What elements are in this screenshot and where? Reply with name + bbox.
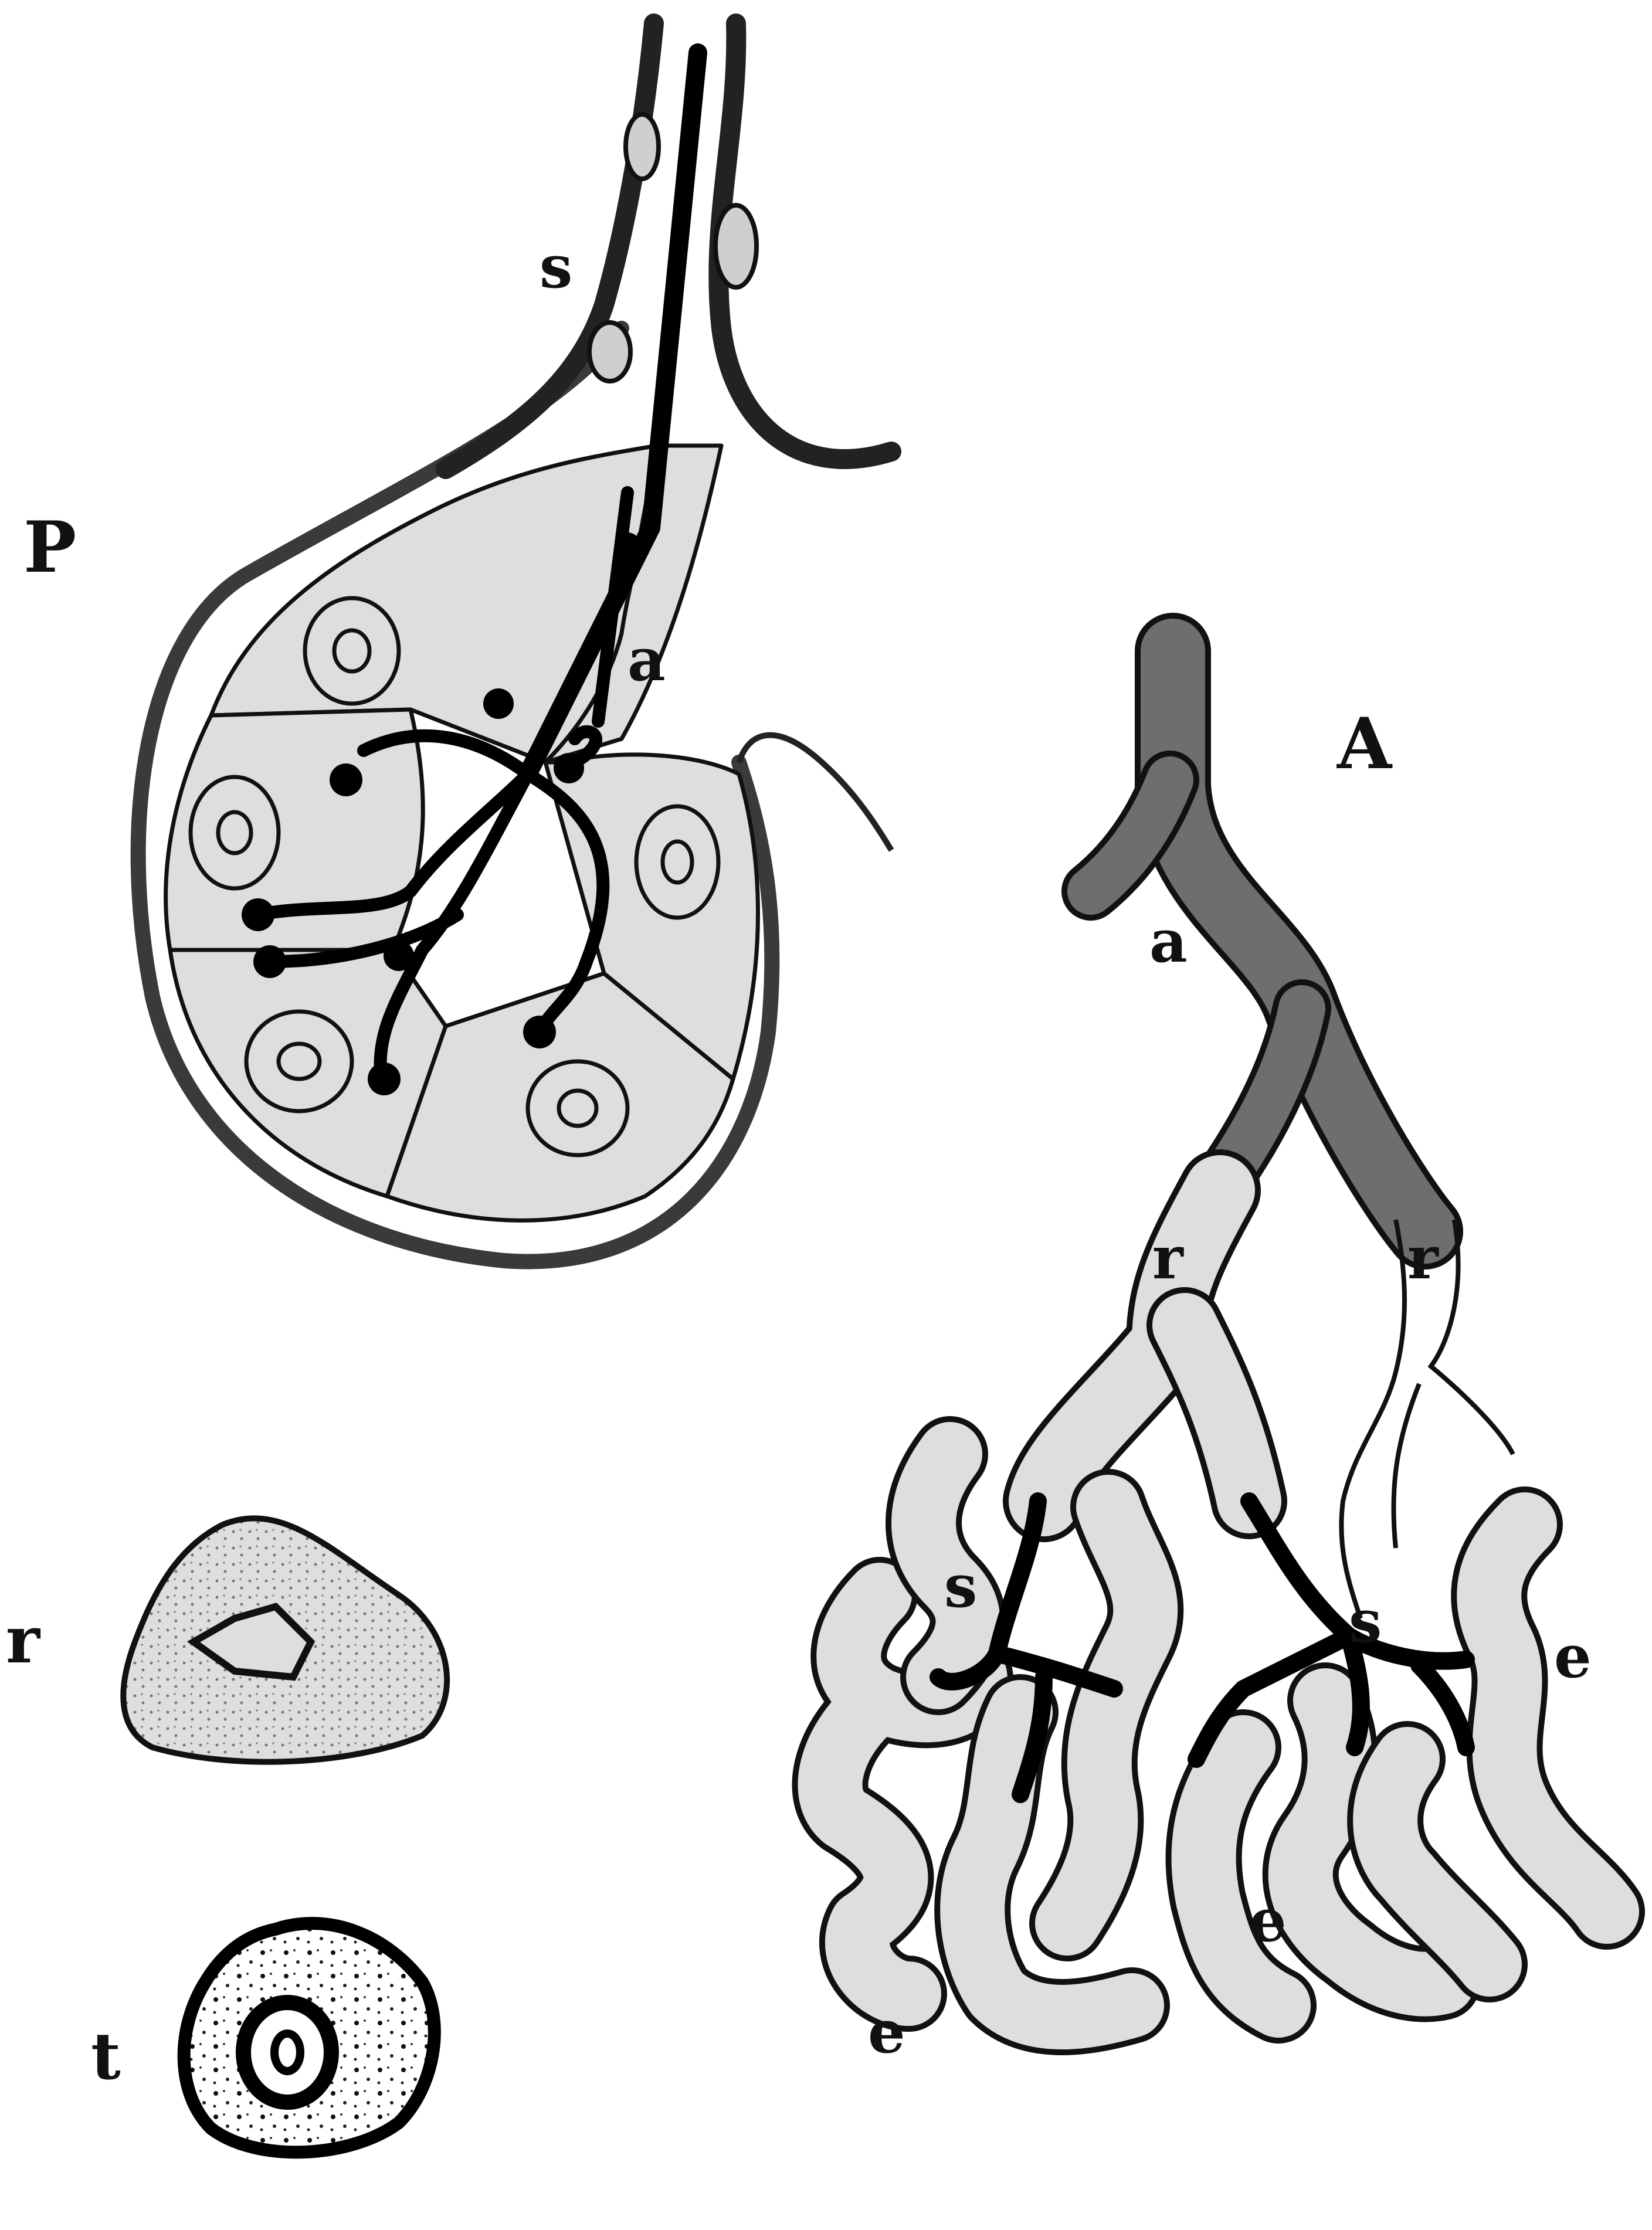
part-label-r: r [1407, 1223, 1439, 1292]
cross-section-r: r [6, 1518, 447, 1761]
part-label-a: a [1149, 907, 1188, 976]
part-label-r: r [1152, 1223, 1184, 1292]
part-label-e: e [1554, 1622, 1592, 1691]
part-label-e: e [1249, 1886, 1287, 1955]
part-label-s: s [540, 232, 572, 301]
panel-p: P s a [23, 23, 891, 1261]
section-t-lumen [274, 2034, 300, 2071]
part-label-a: a [627, 625, 666, 694]
panel-label-a: A [1336, 702, 1393, 785]
panel-a: A a r r s s e e e [830, 651, 1607, 2066]
part-label-s: s [1349, 1587, 1382, 1656]
part-label-e: e [868, 1997, 905, 2066]
sheath-nucleus [589, 323, 630, 381]
section-label-t: t [91, 2018, 121, 2094]
sheath-nucleus [715, 205, 757, 287]
part-label-s: s [944, 1552, 977, 1621]
panel-label-p: P [23, 506, 76, 589]
cross-section-t: t [91, 1923, 435, 2152]
sheath-nucleus [626, 114, 659, 179]
section-label-r: r [6, 1602, 41, 1678]
